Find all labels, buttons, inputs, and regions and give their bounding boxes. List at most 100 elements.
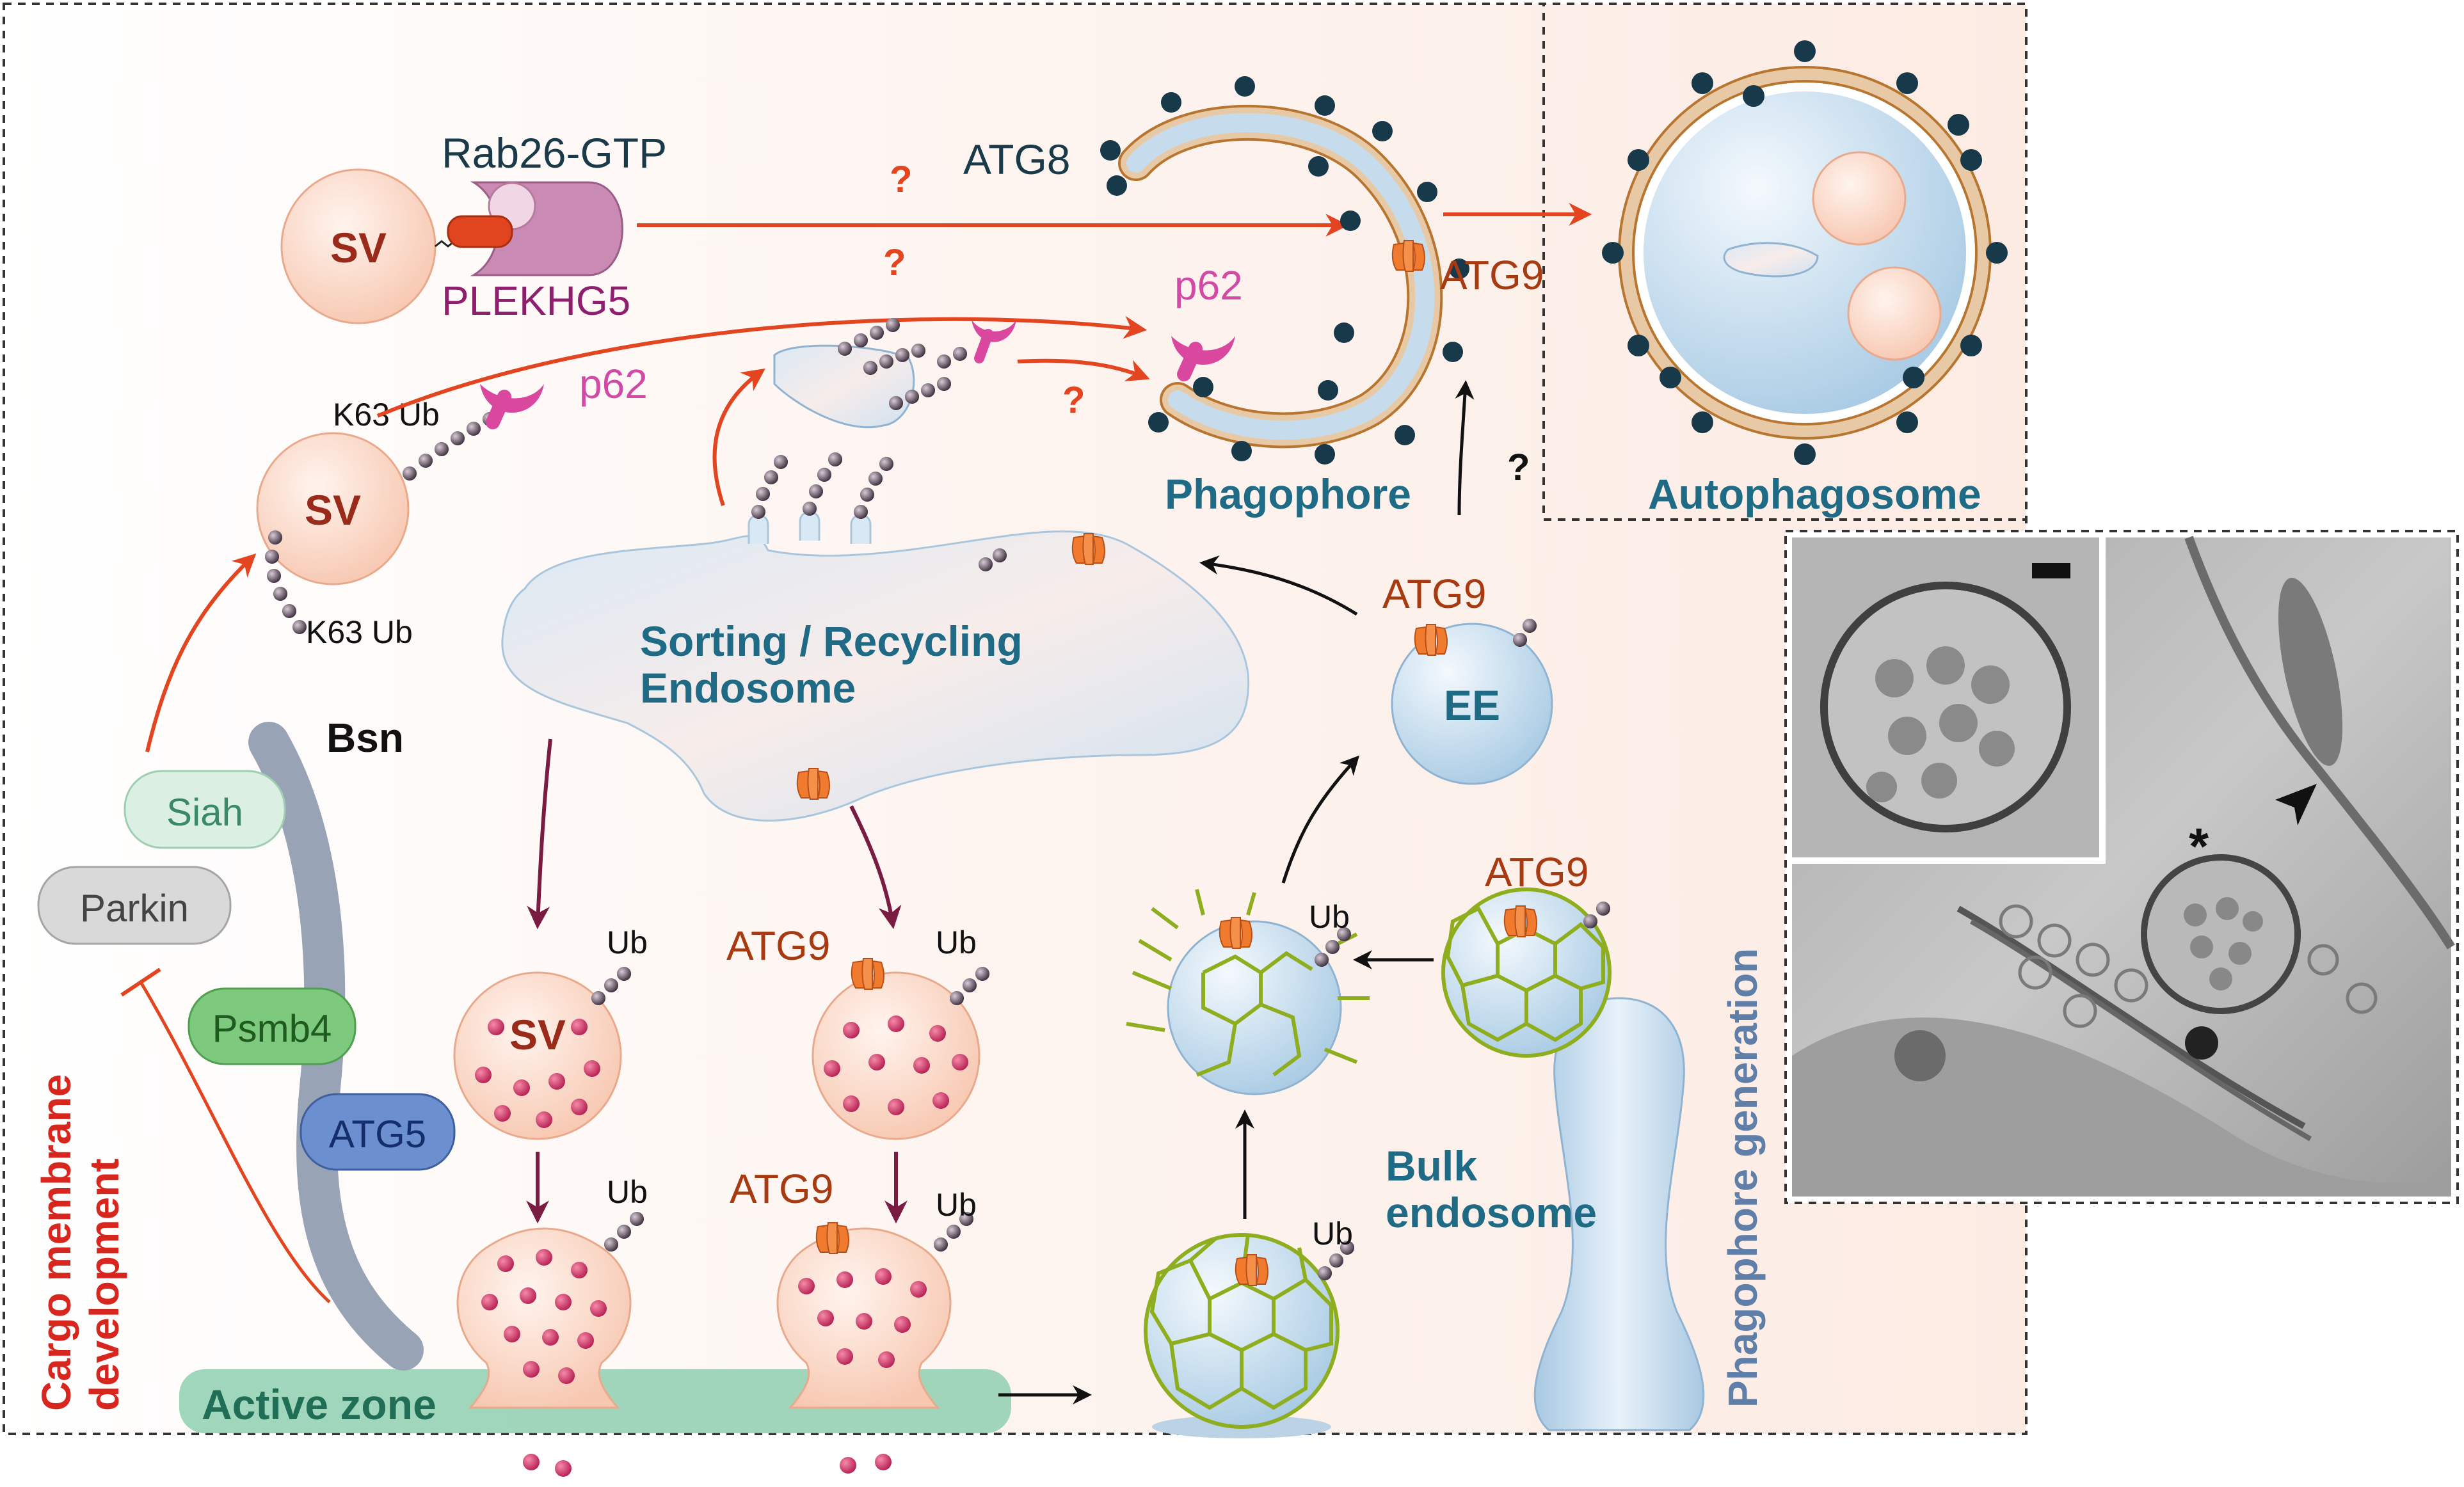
em-arrowhead-icon <box>2275 784 2317 825</box>
phagophore-lumen <box>1126 113 1435 440</box>
atg9-protein-icon <box>851 958 884 990</box>
atg9-label-phagophore: ATG9 <box>1440 252 1544 298</box>
phagophore-generation-label: Phagophore generation <box>1720 948 1766 1408</box>
em-inset-image <box>1792 537 2099 857</box>
main-panel-border-top <box>4 3 2026 521</box>
endosome-bud-2 <box>799 511 820 541</box>
inhibition-bar <box>120 967 161 997</box>
inhibition-line <box>139 981 331 1303</box>
atg9-protein-icon <box>1071 533 1105 565</box>
fusing-sv <box>456 1227 632 1409</box>
ub-label-3: Ub <box>607 1174 648 1210</box>
atg9-label-ee: ATG9 <box>1382 571 1486 617</box>
arrow-uncoating-to-ee <box>1281 755 1360 884</box>
sv-label-cargo: SV <box>509 1011 566 1058</box>
cargo-dots <box>798 1268 927 1474</box>
arrow-endosome-to-sv <box>527 738 552 930</box>
arrow-ubiquitination-to-sv <box>145 553 257 752</box>
siah-badge <box>124 770 286 849</box>
ub-label-1: Ub <box>607 925 648 960</box>
ub-label-5: Ub <box>1312 1216 1353 1252</box>
atg5-label: ATG5 <box>329 1113 426 1156</box>
arrow-endosome-to-fragment <box>712 368 765 506</box>
p62-label-phagophore: p62 <box>1174 262 1243 308</box>
ub-label-2: Ub <box>936 925 977 960</box>
psmb4-badge <box>188 987 356 1065</box>
sorting-recycling-endosome <box>501 530 1250 822</box>
p62-receptor-icon <box>480 384 544 429</box>
atg5-badge <box>300 1093 456 1171</box>
cargo-membrane-label-line2: development <box>81 1158 127 1411</box>
active-zone-label: Active zone <box>202 1381 436 1428</box>
sv-label-top: SV <box>330 224 387 271</box>
k63-ub-label-upper: K63 Ub <box>333 397 440 433</box>
bulk-endosome-shape <box>1533 997 1705 1431</box>
uncoating-vesicle <box>1126 889 1370 1095</box>
bsn-label: Bsn <box>326 715 404 761</box>
atg9-protein-icon <box>1414 624 1448 656</box>
autophagosome-atg8-dots <box>1602 40 2008 465</box>
question-mark-3: ? <box>1062 379 1085 421</box>
endosome-bud-1 <box>748 514 769 544</box>
autophagosome-cargo-vesicle-1 <box>1812 151 1907 246</box>
atg8-label: ATG8 <box>963 136 1070 183</box>
parkin-badge <box>37 866 232 945</box>
cargo-dots <box>824 1015 968 1115</box>
arrow-ee-to-phagophore <box>1455 380 1475 516</box>
p62-label-left: p62 <box>579 361 648 407</box>
arrow-ee-to-sorting-endosome <box>1199 555 1358 616</box>
endosome-fragment <box>773 344 915 429</box>
p62-receptor-icon <box>972 320 1016 363</box>
arrow-fragment-to-phagophore <box>1017 358 1150 382</box>
bsn-scaffold <box>248 722 424 1371</box>
em-panel-border <box>1784 530 2459 1204</box>
atg9-protein-icon <box>1235 1254 1268 1286</box>
cargo-membrane-label-line1: Cargo membrane <box>33 1074 79 1411</box>
cargo-dots <box>481 1249 607 1477</box>
atg9-label-fusing: ATG9 <box>730 1166 833 1212</box>
question-mark-4: ? <box>1507 447 1530 488</box>
phagophore-label: Phagophore <box>1165 470 1411 518</box>
clathrin-coat-icon <box>1441 887 1612 1058</box>
sv-vesicle-k63 <box>256 432 410 585</box>
rab26-protein <box>447 215 513 248</box>
autophagosome-label: Autophagosome <box>1648 470 1981 518</box>
k63-ub-label-lower: K63 Ub <box>306 614 413 650</box>
atg9-protein-icon <box>815 1222 849 1254</box>
rab26-gtp-label: Rab26-GTP <box>442 129 667 177</box>
arrow-endosome-to-atg9-vesicle <box>849 805 902 930</box>
early-endosome <box>1391 623 1553 785</box>
arrow-sv-k63-to-phagophore <box>376 315 1148 418</box>
endosome-bud-3 <box>850 514 872 544</box>
atg9-protein-icon <box>1219 917 1252 949</box>
atg8-dots <box>1100 76 1469 465</box>
em-asterisk: * <box>2189 818 2209 875</box>
atg9-protein-icon <box>796 768 830 800</box>
atg9-label-ccv: ATG9 <box>1485 849 1588 895</box>
atg9-protein-icon <box>1391 240 1425 272</box>
autophagosome-endosome-fragment <box>1723 242 1819 278</box>
sv-label-k63: SV <box>305 486 361 534</box>
sorting-endosome-label-line2: Endosome <box>640 664 856 712</box>
siah-label: Siah <box>166 791 243 834</box>
question-mark-1: ? <box>890 159 912 200</box>
atg9-label-vesicle: ATG9 <box>726 923 830 969</box>
ub-label-6: Ub <box>1309 899 1350 935</box>
bulk-endosome-label-line1: Bulk <box>1386 1142 1477 1189</box>
cargo-dots <box>475 1019 600 1128</box>
p62-receptor-icon <box>1171 336 1235 381</box>
autophagosome-cargo-vesicle-2 <box>1847 266 1942 361</box>
sv-vesicle-cargo <box>453 971 622 1140</box>
ee-label: EE <box>1444 681 1500 729</box>
plekhg5-label: PLEKHG5 <box>442 278 630 324</box>
sorting-endosome-label-line1: Sorting / Recycling <box>640 617 1023 665</box>
parkin-label: Parkin <box>80 887 189 930</box>
bulk-endosome-label-line2: endosome <box>1386 1189 1597 1236</box>
psmb4-label: Psmb4 <box>212 1007 332 1050</box>
atg9-protein-icon <box>1503 905 1537 937</box>
clathrin-coat-icon <box>1144 1233 1340 1438</box>
ub-label-4: Ub <box>936 1187 977 1223</box>
question-mark-2: ? <box>883 242 906 283</box>
